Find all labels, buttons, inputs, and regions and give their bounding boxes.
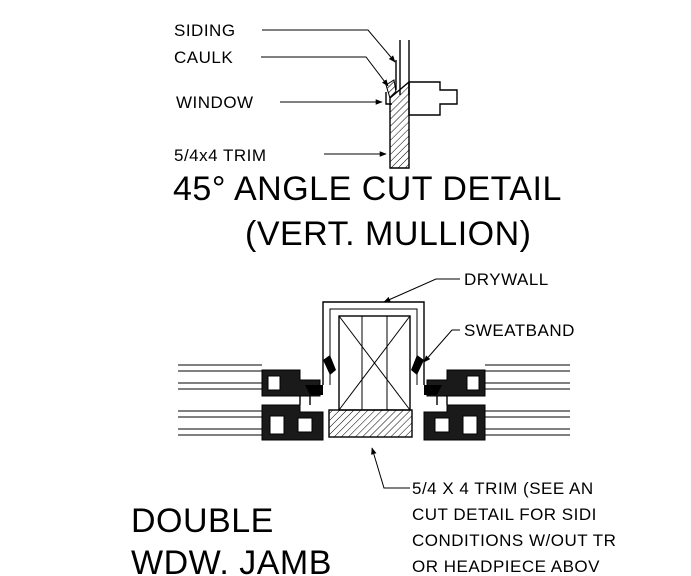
angle-cut-subtitle: (VERT. MULLION) xyxy=(245,215,531,253)
angle-cut-title: 45° ANGLE CUT DETAIL xyxy=(173,170,562,208)
trim-note-line: OR HEADPIECE ABOV xyxy=(412,557,600,576)
blocking-graphic xyxy=(338,315,411,411)
trim-label: 5/4x4 TRIM xyxy=(174,146,267,165)
double-jamb-detail: DRYWALL SWEATBAND 5/4 X 4 TRIM (SEE AN C… xyxy=(131,270,616,576)
caulk-graphic xyxy=(385,79,397,99)
siding-label: SIDING xyxy=(174,21,236,40)
trim-note-line: 5/4 X 4 TRIM (SEE AN xyxy=(412,479,594,498)
drywall-return-graphic xyxy=(322,301,425,385)
double-jamb-title: DOUBLE xyxy=(131,502,274,540)
caulk-label: CAULK xyxy=(174,48,233,67)
sweatband-label: SWEATBAND xyxy=(464,321,575,340)
trim-note: 5/4 X 4 TRIM (SEE AN CUT DETAIL FOR SIDI… xyxy=(412,479,616,576)
trim-note-line: CUT DETAIL FOR SIDI xyxy=(412,505,597,524)
angle-cut-detail: SIDING CAULK WINDOW 5/4x4 TRIM 45° ANGLE… xyxy=(173,21,562,253)
window-label: WINDOW xyxy=(176,93,254,112)
right-window-unit xyxy=(423,364,570,441)
trim-45-cut-graphic xyxy=(389,80,410,169)
trim-note-line: CONDITIONS W/OUT TR xyxy=(412,531,616,550)
double-jamb-subtitle: WDW. JAMB xyxy=(131,544,332,576)
bottom-trim-graphic xyxy=(328,409,413,438)
drywall-label: DRYWALL xyxy=(464,270,549,289)
left-window-unit xyxy=(178,364,324,441)
